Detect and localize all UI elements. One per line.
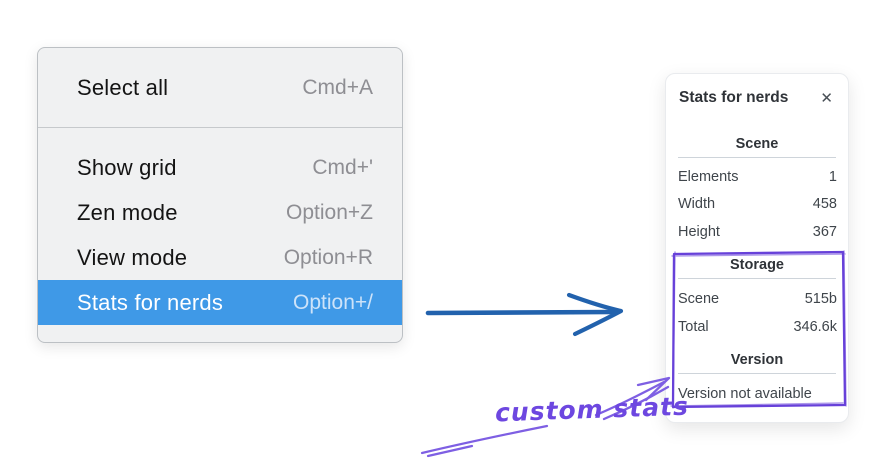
stat-value: 346.6k: [793, 318, 837, 335]
stat-value: 367: [812, 223, 837, 240]
pointer-arrow-head: [566, 292, 624, 337]
stat-label: Scene: [678, 291, 720, 308]
menu-item-stats-for-nerds[interactable]: Stats for nerds Option+/: [38, 280, 402, 325]
menu-item-label: Show grid: [77, 154, 177, 180]
annotation-label: custom stats: [494, 391, 690, 428]
context-menu: Select all Cmd+A Show grid Cmd+' Zen mod…: [37, 47, 403, 343]
menu-item-zen-mode[interactable]: Zen mode Option+Z: [38, 190, 402, 235]
stat-row-width: Width 458: [666, 191, 848, 219]
menu-item-select-all[interactable]: Select all Cmd+A: [38, 65, 402, 110]
menu-item-shortcut: Cmd+A: [302, 75, 373, 99]
scene-rows: Elements 1 Width 458 Height 367: [666, 163, 848, 246]
storage-rows: Scene 515b Total 346.6k: [666, 286, 848, 341]
stat-value: 1: [828, 168, 837, 185]
section-header-scene: Scene: [735, 136, 779, 152]
stats-panel: Stats for nerds ✕ Scene Elements 1 Width…: [665, 73, 849, 423]
menu-divider: [38, 127, 402, 128]
menu-item-label: Zen mode: [77, 199, 178, 225]
menu-section-top: Select all Cmd+A: [38, 48, 402, 127]
stat-label: Total: [678, 318, 709, 335]
version-note: Version not available: [678, 385, 812, 402]
stat-row-total-size: Total 346.6k: [666, 313, 848, 341]
menu-item-shortcut: Option+R: [283, 245, 373, 269]
stat-label: Elements: [678, 168, 739, 185]
menu-item-label: Select all: [77, 74, 169, 100]
stat-value: 458: [812, 196, 837, 213]
annotation-underline-stroke: [420, 424, 549, 458]
menu-item-shortcut: Cmd+': [312, 155, 373, 179]
menu-section-bottom: Show grid Cmd+' Zen mode Option+Z View m…: [38, 128, 402, 342]
section-divider: [678, 372, 836, 374]
section-header-version: Version: [730, 351, 784, 368]
menu-item-shortcut: Option+Z: [286, 200, 373, 224]
menu-item-shortcut: Option+/: [293, 290, 373, 314]
stat-value: 515b: [804, 291, 837, 308]
stat-row-elements: Elements 1: [666, 163, 848, 191]
menu-item-label: View mode: [77, 244, 188, 270]
section-divider: [678, 277, 836, 279]
menu-item-label: Stats for nerds: [77, 289, 224, 315]
menu-item-view-mode[interactable]: View mode Option+R: [38, 235, 402, 280]
menu-item-show-grid[interactable]: Show grid Cmd+': [38, 145, 402, 190]
pointer-arrow-shaft: [425, 309, 616, 316]
close-icon[interactable]: ✕: [820, 89, 833, 107]
section-divider: [678, 157, 836, 158]
stats-panel-header: Stats for nerds ✕: [666, 74, 848, 111]
stat-label: Width: [678, 196, 716, 213]
stat-label: Height: [678, 223, 720, 240]
stat-row-scene-size: Scene 515b: [666, 286, 848, 314]
panel-title: Stats for nerds: [679, 89, 789, 106]
section-header-storage: Storage: [730, 256, 784, 273]
stat-row-height: Height 367: [666, 218, 848, 246]
